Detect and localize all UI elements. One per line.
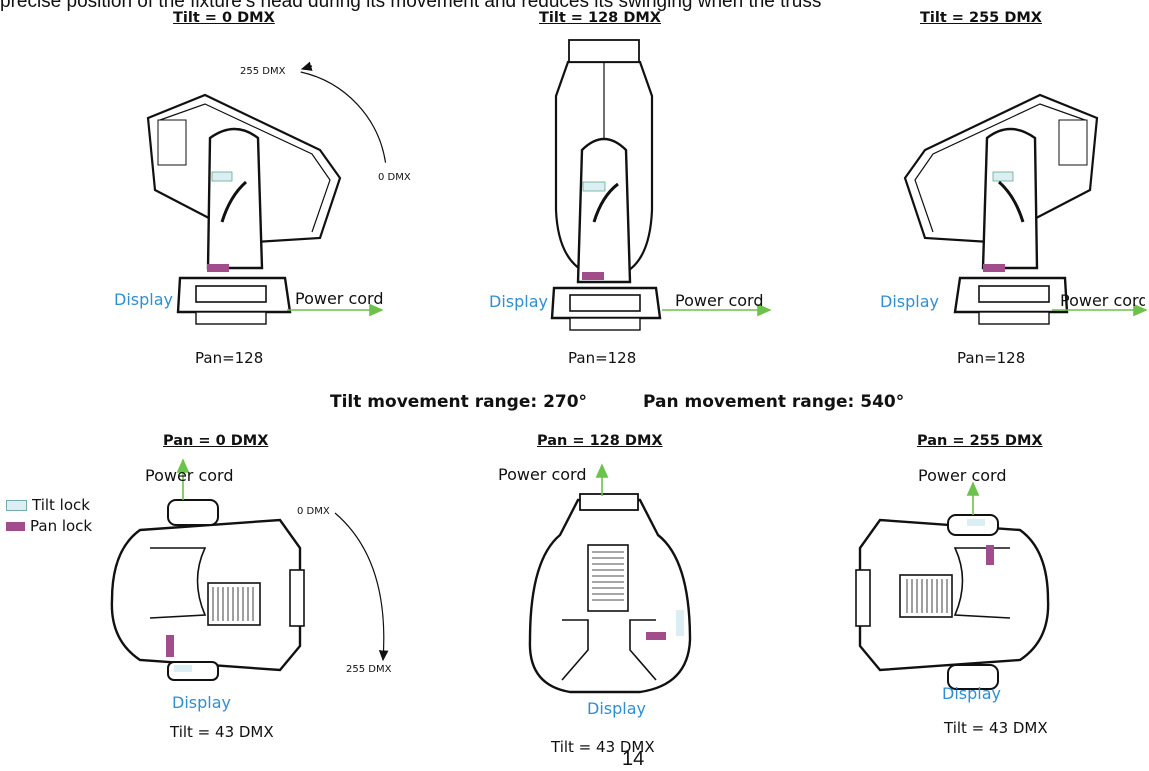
pan-arc-start-label: 0 DMX: [297, 506, 330, 517]
tilt-panel-2-display-label: Display: [489, 292, 548, 311]
tilt-panel-1-power-label: Power cord: [295, 289, 384, 308]
pan-arc-end-label: 255 DMX: [346, 664, 392, 675]
tilt-panel-2-title: Tilt = 128 DMX: [539, 10, 661, 26]
pan-panel-1-caption: Tilt = 43 DMX: [170, 723, 274, 741]
fixture-tilt-0-drawing: [146, 93, 342, 325]
pan-panel-2-display-label: Display: [587, 699, 646, 718]
fixture-pan-255-drawing: [855, 514, 1050, 690]
tilt-panel-3-title: Tilt = 255 DMX: [920, 10, 1042, 26]
fixture-tilt-128-drawing: [550, 39, 662, 331]
page-number: 14: [622, 748, 645, 770]
tilt-panel-2-power-label: Power cord: [675, 291, 764, 310]
pan-panel-2-title: Pan = 128 DMX: [537, 433, 663, 449]
tilt-panel-3-caption: Pan=128: [957, 349, 1026, 367]
tilt-panel-3-display-label: Display: [880, 292, 939, 311]
pan-lock-label: Pan lock: [30, 517, 93, 535]
tilt-lock-label: Tilt lock: [32, 496, 90, 514]
pan-panel-1-power-label: Power cord: [145, 466, 234, 485]
tilt-panel-1-caption: Pan=128: [195, 349, 264, 367]
legend-tilt-lock: Tilt lock: [6, 496, 90, 514]
pan-panel-1-title: Pan = 0 DMX: [163, 433, 269, 449]
pan-panel-3-title: Pan = 255 DMX: [917, 433, 1043, 449]
fixture-pan-128-drawing: [528, 493, 692, 694]
tilt-arc-end-label: 255 DMX: [240, 66, 286, 77]
pan-rotation-arc: [334, 512, 389, 662]
tilt-panel-1-display-label: Display: [114, 290, 173, 309]
pan-panel-3-caption: Tilt = 43 DMX: [944, 719, 1048, 737]
pan-range-text: Pan movement range: 540°: [643, 392, 905, 412]
pan-lock-swatch: [6, 522, 25, 531]
tilt-arc-start-label: 0 DMX: [378, 172, 411, 183]
intro-text: precise position of the fixture’s head d…: [0, 0, 822, 12]
tilt-rotation-arc: [300, 71, 387, 163]
pan-panel-3-display-label: Display: [942, 684, 1001, 703]
tilt-range-text: Tilt movement range: 270°: [330, 392, 588, 412]
tilt-panel-1-title: Tilt = 0 DMX: [173, 10, 275, 26]
pan-panel-3-power-label: Power cord: [918, 466, 1007, 485]
tilt-panel-3-power-label: Power cord: [1060, 291, 1145, 310]
tilt-panel-2-caption: Pan=128: [568, 349, 637, 367]
pan-panel-1-display-label: Display: [172, 693, 231, 712]
fixture-pan-0-drawing: [110, 499, 305, 681]
legend-pan-lock: Pan lock: [6, 517, 92, 535]
tilt-lock-swatch: [6, 500, 27, 511]
pan-panel-2-power-label: Power cord: [498, 465, 587, 484]
pan-panel-2-caption: Tilt = 43 DMX: [551, 738, 655, 756]
fixture-tilt-255-drawing: [903, 93, 1099, 325]
